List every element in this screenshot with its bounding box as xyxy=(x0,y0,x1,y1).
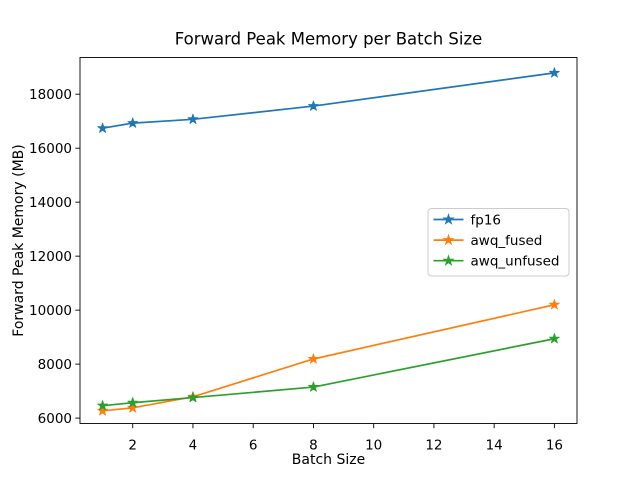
marker-fp16 xyxy=(97,122,108,133)
marker-awq_unfused xyxy=(97,400,108,411)
x-tick-label: 4 xyxy=(189,438,198,454)
marker-fp16 xyxy=(127,117,139,128)
legend-marker-fp16 xyxy=(442,213,455,225)
marker-awq_fused xyxy=(308,353,319,364)
marker-awq_unfused xyxy=(308,381,319,392)
y-tick-label: 14000 xyxy=(29,195,72,211)
line-fp16 xyxy=(102,72,555,130)
x-axis-label: Batch Size xyxy=(292,452,365,468)
x-tick-label: 6 xyxy=(249,438,258,454)
line-awq_unfused xyxy=(102,337,555,407)
x-tick-label: 16 xyxy=(546,438,563,454)
legend-marker-awq_fused xyxy=(442,233,455,246)
x-tick-label: 10 xyxy=(365,438,382,454)
plot-area: 6000 8000 10000 12000 14000 16000 18000 2 4 6 8 10 1… xyxy=(29,57,578,454)
marker-awq_unfused xyxy=(187,391,199,403)
marker-fp16 xyxy=(187,113,199,124)
legend-label-awq_unfused: awq_unfused xyxy=(471,254,560,270)
marker-awq_fused xyxy=(127,402,139,413)
x-tick-label: 14 xyxy=(486,438,503,454)
marker-fp16 xyxy=(308,100,319,111)
legend-label-fp16: fp16 xyxy=(471,212,502,228)
x-tick-label: 12 xyxy=(425,438,442,454)
line-awq_fused xyxy=(102,303,555,412)
axes-frame xyxy=(79,57,578,424)
marker-awq_unfused xyxy=(127,397,139,408)
y-axis-label: Forward Peak Memory (MB) xyxy=(11,144,27,336)
marker-awq_unfused xyxy=(549,333,560,344)
x-tick-label: 2 xyxy=(128,438,137,454)
legend-marker-awq_unfused xyxy=(442,254,455,266)
legend-label-awq_fused: awq_fused xyxy=(471,233,543,249)
x-tick-label: 8 xyxy=(309,438,318,454)
chart-title: Forward Peak Memory per Batch Size xyxy=(175,30,483,49)
marker-awq_fused xyxy=(97,405,108,416)
y-tick-label: 6000 xyxy=(38,411,72,427)
y-tick-label: 8000 xyxy=(38,357,72,373)
marker-fp16 xyxy=(549,67,560,78)
legend-frame xyxy=(427,208,570,277)
marker-awq_fused xyxy=(549,299,560,310)
y-tick-label: 16000 xyxy=(29,141,72,157)
y-tick-label: 18000 xyxy=(29,87,72,103)
y-tick-label: 12000 xyxy=(29,249,72,265)
y-tick-label: 10000 xyxy=(29,303,72,319)
